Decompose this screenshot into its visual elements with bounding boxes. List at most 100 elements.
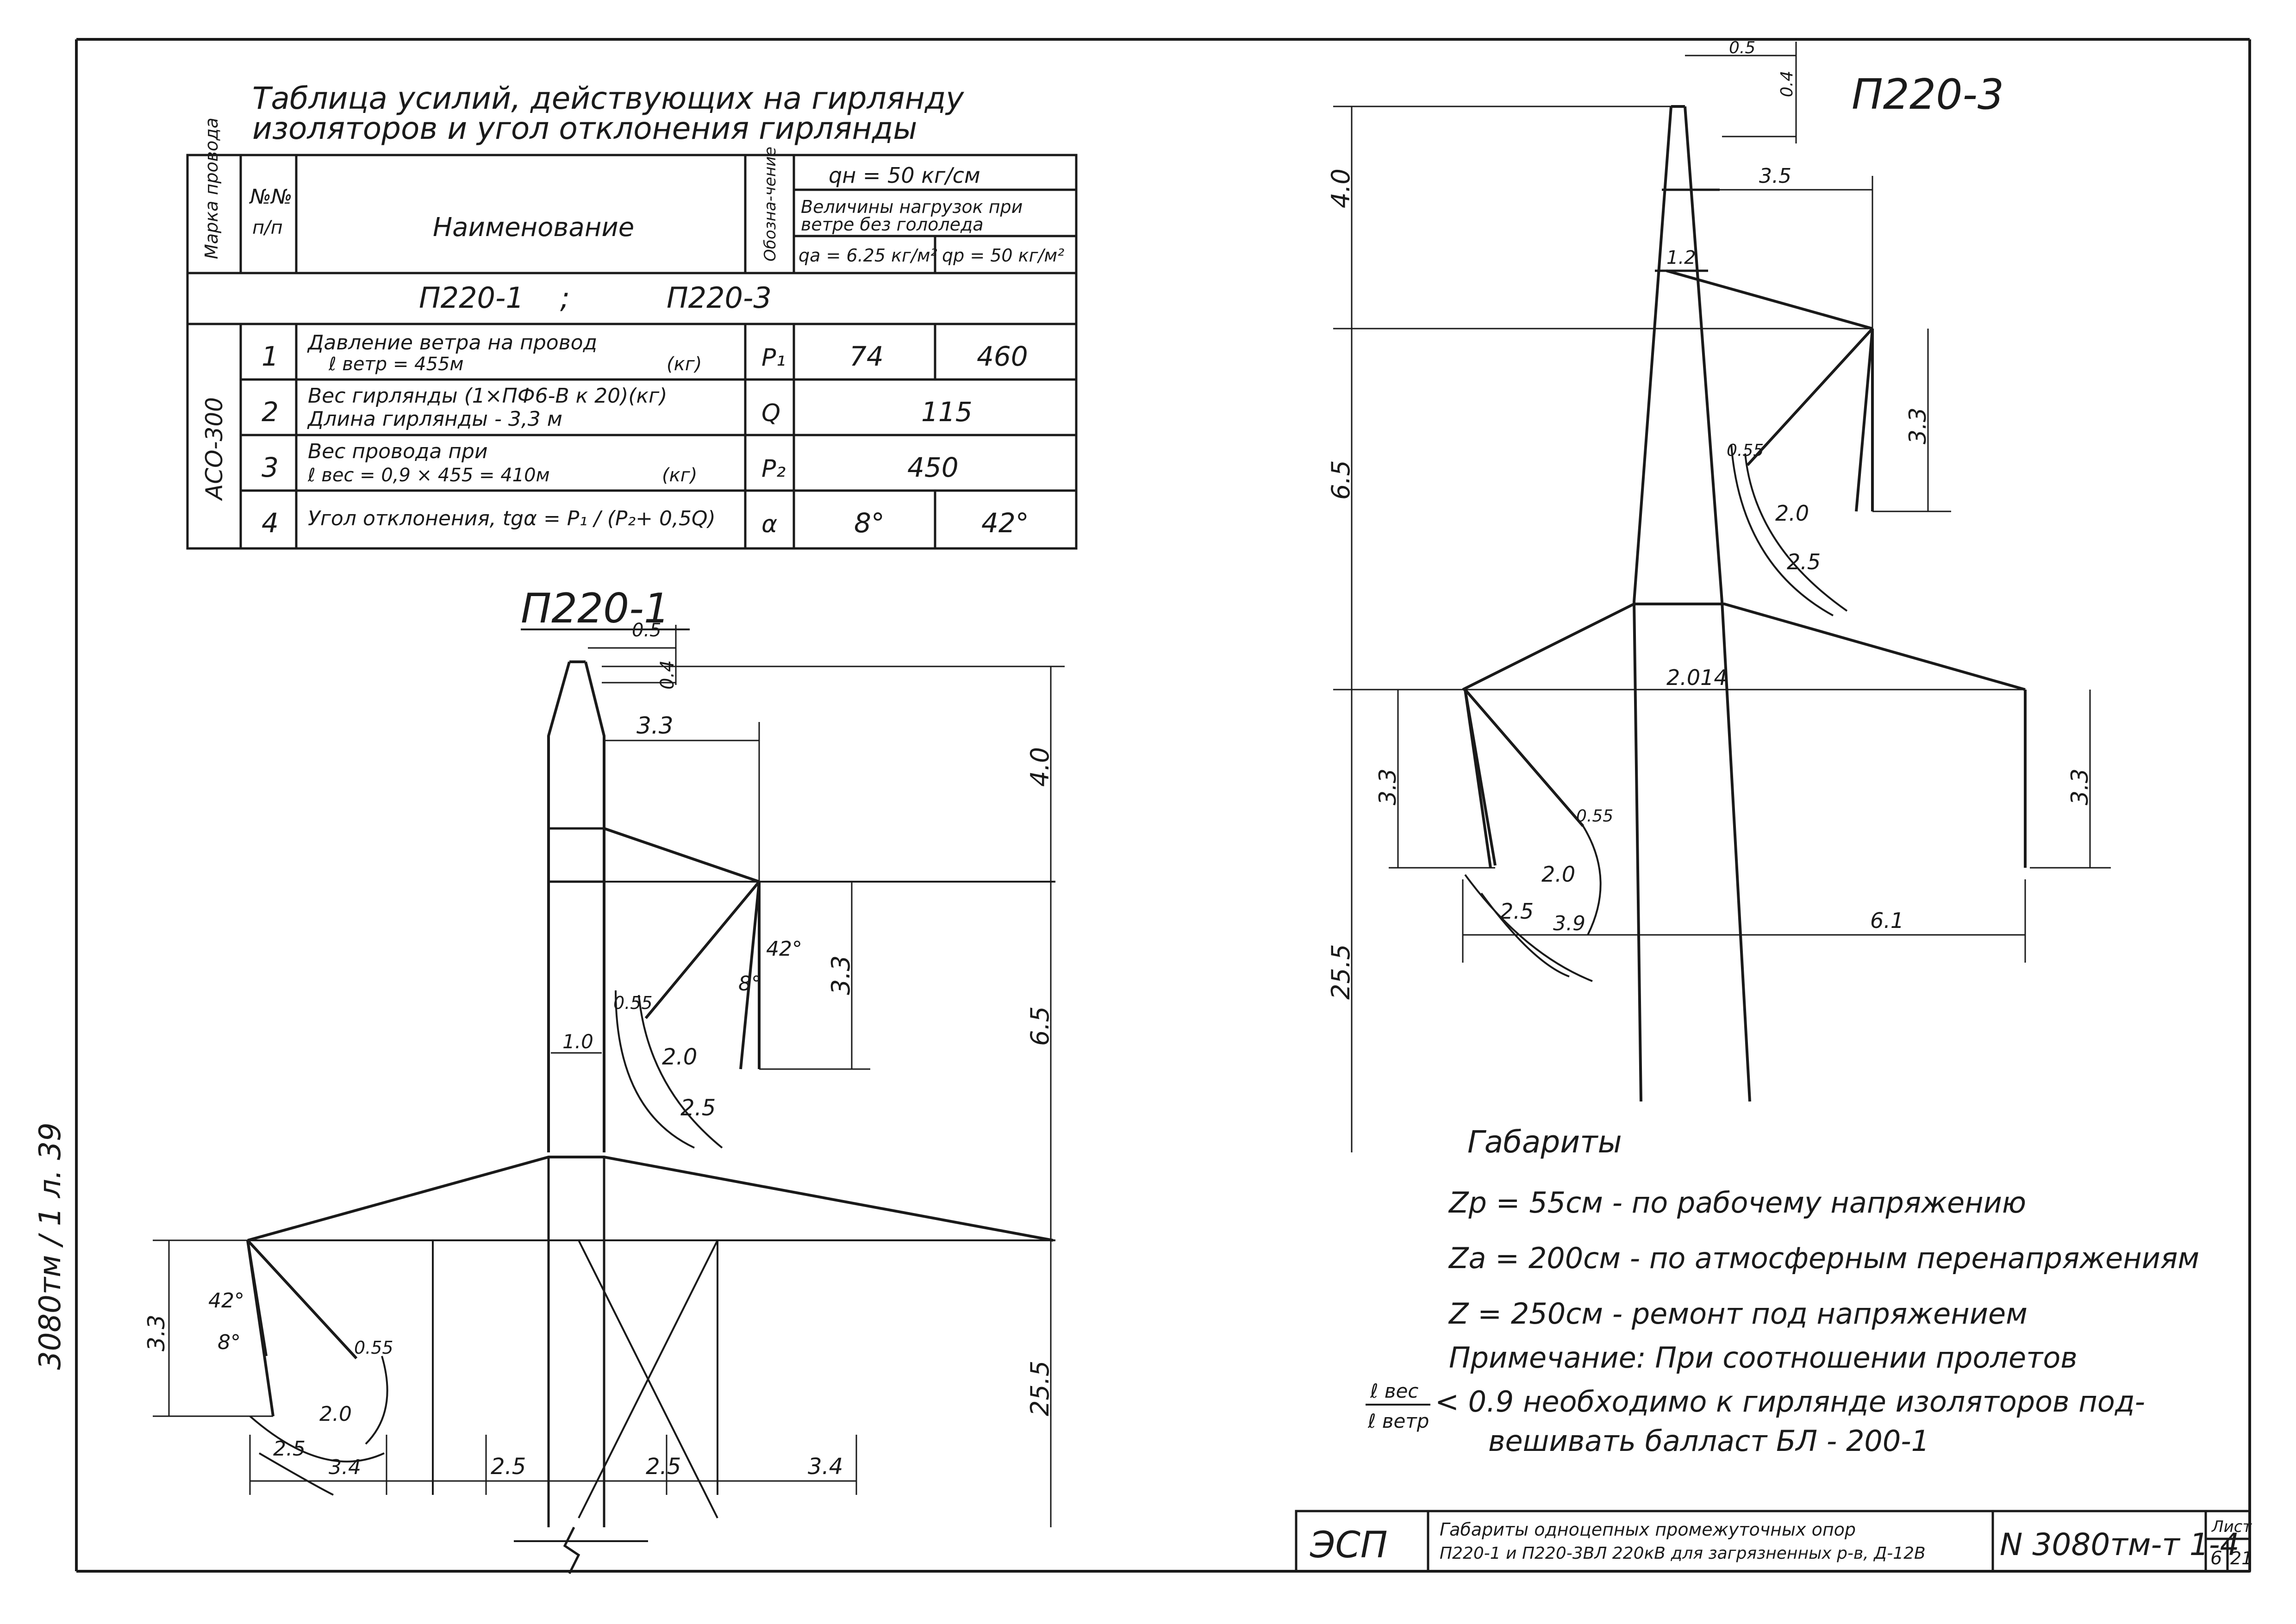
group-sep: ;: [560, 281, 570, 315]
t1-h255: 25.5: [1025, 1361, 1054, 1416]
t1-top-offset: 0.5: [632, 620, 661, 641]
t3-l39: 3.9: [1553, 912, 1585, 935]
header-qh: qн = 50 кг/см: [829, 163, 980, 188]
header-col-num-2: п/п: [252, 217, 283, 238]
notes-block: Габариты Zp = 55см - по рабочему напряже…: [1366, 1124, 2199, 1458]
t1-h40: 4.0: [1025, 747, 1054, 787]
row-symbol: Q: [761, 399, 780, 427]
sheet-frame: [75, 38, 2251, 1573]
group-left: П220-1: [419, 281, 524, 315]
row-unit: (кг): [667, 354, 702, 375]
forces-table: Таблица усилий, действующих на гирлянду …: [186, 81, 1078, 550]
t1-b25b: 2.5: [646, 1454, 681, 1480]
row-name1: Угол отклонения, tgα = P₁ / (P₂+ 0,5Q): [308, 507, 716, 530]
row-v2: 460: [977, 341, 1028, 372]
notes-line1: Zp = 55см - по рабочему напряжению: [1448, 1186, 2026, 1220]
t3-l-r055: 0.55: [1576, 807, 1613, 826]
t3-r25: 2.5: [1787, 549, 1821, 574]
t3-h40: 4.0: [1326, 168, 1355, 208]
row-name1: Давление ветра на провод: [307, 331, 597, 355]
row-name2: Длина гирлянды - 3,3 м: [307, 407, 562, 431]
t3-top05: 0.5: [1729, 38, 1755, 57]
table-row: 2 Вес гирлянды (1×ПФ6-В к 20)(кг) Длина …: [262, 384, 973, 431]
t1-h33: 3.3: [826, 955, 855, 995]
header-col-symbol: Обозна-чение: [761, 147, 780, 261]
row-num: 1: [262, 341, 279, 372]
notes-frac-top: ℓ вес: [1370, 1380, 1418, 1402]
header-loads-2: ветре без гололеда: [801, 214, 984, 235]
t3-w12: 1.2: [1666, 247, 1696, 268]
row-symbol: P₂: [761, 455, 786, 483]
t1-l-r20: 2.0: [319, 1402, 352, 1426]
t3-top04: 0.4: [1778, 71, 1797, 97]
row-name2: ℓ ветр = 455м: [328, 354, 464, 375]
stamp-desc1: Габариты одноцепных промежуточных опор: [1440, 1519, 1856, 1540]
t1-a8: 8°: [738, 972, 761, 996]
header-col-num-1: №№: [249, 185, 293, 209]
t1-r20: 2.0: [662, 1044, 697, 1070]
notes-line2: Za = 200см - по атмосферным перенапряжен…: [1448, 1241, 2199, 1275]
t3-r20: 2.0: [1775, 501, 1809, 526]
notes-heading: Габариты: [1467, 1124, 1622, 1160]
stamp-org: ЭСП: [1310, 1524, 1388, 1566]
t3-h33l: 3.3: [1374, 768, 1401, 805]
header-col-mark: Марка провода: [201, 118, 222, 259]
side-note: 3080тм / 1 л. 39: [33, 1122, 68, 1370]
t3-h65: 6.5: [1326, 460, 1355, 500]
notes-remark3: вешивать балласт БЛ - 200-1: [1488, 1424, 1929, 1458]
row-name2: ℓ вес = 0,9 × 455 = 410м: [307, 465, 550, 486]
t3-w2014: 2.014: [1666, 665, 1728, 690]
row-v2: 42°: [981, 507, 1029, 539]
row-num: 4: [262, 507, 279, 539]
tower3-title: П220-3: [1852, 70, 2004, 119]
t1-h65: 6.5: [1025, 1006, 1054, 1046]
header-col-name: Наименование: [433, 212, 634, 243]
t3-w61: 6.1: [1870, 908, 1904, 933]
wire-mark: АСО-300: [201, 397, 228, 501]
t1-l-a8: 8°: [218, 1331, 241, 1354]
stamp-code: N 3080тм-т 1-4: [2000, 1527, 2240, 1562]
t1-w10: 1.0: [562, 1030, 593, 1053]
header-qp: qp = 50 кг/м²: [942, 245, 1064, 266]
tower-p220-3: П220-3: [1326, 38, 2111, 1152]
notes-frac-bot: ℓ ветр: [1367, 1410, 1429, 1432]
t1-l-a42: 42°: [208, 1289, 244, 1313]
t3-h255: 25.5: [1326, 944, 1355, 1000]
t1-l-r25: 2.5: [273, 1437, 306, 1461]
row-num: 2: [262, 396, 279, 428]
row-symbol: α: [761, 510, 777, 538]
t3-l-r20: 2.0: [1541, 862, 1575, 887]
t1-l-r055: 0.55: [354, 1338, 393, 1358]
t1-r25: 2.5: [680, 1095, 716, 1121]
row-v1: 8°: [854, 507, 885, 539]
table-title-line2: изоляторов и угол отклонения гирлянды: [252, 111, 917, 146]
row-unit: (кг): [662, 465, 697, 486]
stamp-sheet-label: Лист: [2211, 1518, 2252, 1536]
table-row: 4 Угол отклонения, tgα = P₁ / (P₂+ 0,5Q)…: [262, 507, 1029, 539]
t1-b34b: 3.4: [808, 1454, 843, 1480]
stamp-sheet-total: 21: [2230, 1548, 2252, 1568]
row-name1: Вес провода при: [308, 440, 488, 463]
table-row: 1 Давление ветра на провод ℓ ветр = 455м…: [262, 331, 1028, 375]
title-stamp: ЭСП Габариты одноцепных промежуточных оп…: [1295, 1510, 2252, 1573]
header-loads-1: Величины нагрузок при: [801, 197, 1023, 217]
notes-remark1: Примечание: При соотношении пролетов: [1449, 1341, 2078, 1375]
row-num: 3: [262, 452, 279, 483]
row-symbol: P₁: [761, 344, 786, 372]
row-name1: Вес гирлянды (1×ПФ6-В к 20)(кг): [308, 384, 667, 408]
table-title-line1: Таблица усилий, действующих на гирлянду: [252, 81, 964, 116]
t3-h33r: 3.3: [1904, 407, 1931, 444]
header-qa: qa = 6.25 кг/м²: [799, 245, 937, 266]
stamp-desc2: П220-1 и П220-3ВЛ 220кВ для загрязненных…: [1440, 1544, 1926, 1563]
row-v1: 74: [849, 341, 884, 372]
t1-l-h33: 3.3: [143, 1314, 170, 1351]
stamp-sheet-num: 6: [2210, 1548, 2222, 1569]
t1-top-small: 0.4: [657, 660, 678, 690]
t3-w35: 3.5: [1759, 164, 1791, 188]
t1-a42: 42°: [766, 937, 802, 961]
row-v1: 115: [921, 396, 973, 428]
t1-b34a: 3.4: [329, 1456, 361, 1479]
t3-l-r25: 2.5: [1500, 899, 1534, 924]
t1-b25a: 2.5: [491, 1454, 526, 1480]
